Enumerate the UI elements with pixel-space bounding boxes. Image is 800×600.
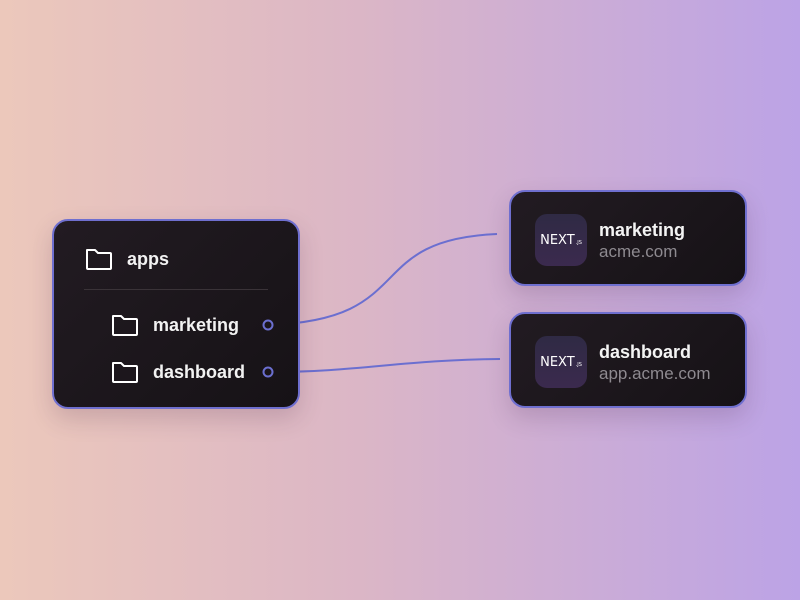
- logo-suffix: .JS: [575, 240, 582, 246]
- logo-text: NEXT: [540, 232, 575, 248]
- tree-item-label: apps: [127, 248, 170, 269]
- logo-text: NEXT: [540, 354, 575, 370]
- tree-item-label: marketing: [153, 314, 240, 335]
- tree-item-apps[interactable]: apps: [85, 247, 169, 271]
- marketing-connector-line: [267, 233, 498, 326]
- deployment-domain[interactable]: acme.com: [599, 242, 678, 261]
- deployment-domain[interactable]: app.acme.com: [599, 364, 711, 383]
- deployment-name: dashboard: [599, 342, 692, 362]
- apps-tree-card: apps marketing dashboard: [52, 219, 300, 409]
- tree-divider: [84, 289, 268, 290]
- nextjs-logo-icon: NEXT.JS: [535, 214, 587, 266]
- tree-item-marketing[interactable]: marketing: [111, 313, 239, 337]
- dashboard-connector-line: [267, 358, 501, 373]
- deployment-name: marketing: [599, 220, 686, 240]
- folder-icon: [85, 247, 113, 271]
- folder-icon: [111, 313, 139, 337]
- folder-icon: [111, 360, 139, 384]
- nextjs-logo-icon: NEXT.JS: [535, 336, 587, 388]
- deployment-card-marketing[interactable]: NEXT.JS marketing acme.com: [509, 190, 747, 286]
- tree-item-label: dashboard: [153, 361, 246, 382]
- logo-suffix: .JS: [575, 362, 582, 368]
- tree-item-dashboard[interactable]: dashboard: [111, 360, 245, 384]
- deployment-card-dashboard[interactable]: NEXT.JS dashboard app.acme.com: [509, 312, 747, 408]
